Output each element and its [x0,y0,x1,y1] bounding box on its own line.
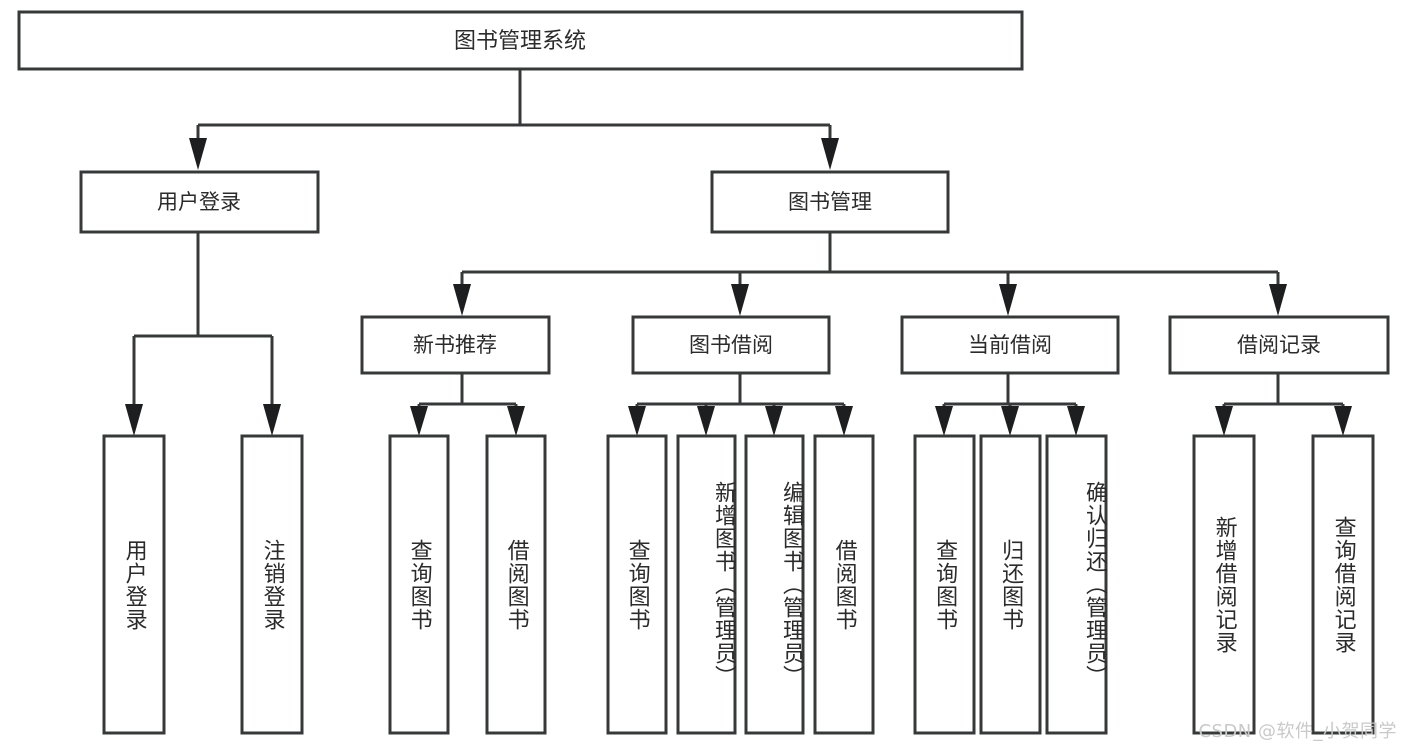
node-user-login-box [79,170,320,234]
edge-group-book-borrow [628,373,853,436]
arrow-to-user-login-icon [189,138,207,170]
node-new-book-recommend-box [360,315,551,375]
node-current-borrow-label: 当前借阅 [968,333,1052,357]
arrow-to-book-borrow-icon [731,284,749,316]
edge-group-current-borrow [935,373,1085,436]
arrow-to-leaf-logout-login-icon [263,404,281,436]
arrow-to-book-manage-icon [821,138,839,170]
node-leaf-query-book-1-box[interactable] [388,434,450,735]
node-leaf-query-record-box[interactable] [1311,434,1375,735]
node-leaf-return-book-box[interactable] [979,434,1042,735]
node-borrow-record[interactable]: 借阅记录 [1168,315,1390,375]
node-new-book-recommend-label: 新书推荐 [413,333,497,357]
edge-group-new-book-recommend [410,373,525,436]
node-current-borrow[interactable]: 当前借阅 [900,315,1120,375]
node-leaf-query-book-2-box[interactable] [606,434,668,735]
arrow-to-leaf-confirm-return-icon [1067,406,1085,436]
node-root-box [17,10,1024,71]
edge-group-book-manage [453,232,1287,316]
arrow-to-leaf-query-book-2-icon [628,406,646,436]
arrow-to-leaf-add-record-icon [1215,406,1233,436]
edge-group-user-login [125,232,281,436]
node-root-label: 图书管理系统 [454,29,586,54]
arrow-to-current-borrow-icon [999,284,1017,316]
node-leaf-add-record-box[interactable] [1192,434,1256,735]
arrow-to-leaf-add-book-icon [697,406,715,436]
node-new-book-recommend[interactable]: 新书推荐 [360,315,551,375]
arrow-to-leaf-edit-book-icon [765,406,783,436]
leaf-boxes [102,434,1375,735]
node-leaf-confirm-return-box[interactable] [1045,434,1108,735]
node-leaf-edit-book-box[interactable] [744,434,805,735]
node-current-borrow-box [900,315,1120,375]
arrow-to-borrow-record-icon [1269,284,1287,316]
arrow-to-leaf-query-record-icon [1334,406,1352,436]
node-leaf-borrow-book-1-box[interactable] [485,434,547,735]
node-book-manage-label: 图书管理 [788,190,872,214]
arrow-to-leaf-borrow-book-2-icon [835,406,853,436]
edge-group-root [189,69,839,170]
arrow-to-leaf-query-book-1-icon [410,406,428,436]
node-borrow-record-box [1168,315,1390,375]
node-leaf-logout-login-box[interactable] [240,434,304,735]
arrow-to-leaf-query-book-3-icon [935,406,953,436]
node-leaf-add-book-box[interactable] [676,434,737,735]
watermark-text: CSDN @软件_小贺同学 [1198,721,1397,742]
node-book-borrow[interactable]: 图书借阅 [631,315,831,375]
node-leaf-user-login-box[interactable] [102,434,166,735]
edge-group-borrow-record [1215,373,1352,436]
node-book-manage-box [710,170,950,234]
arrow-to-leaf-borrow-book-1-icon [507,406,525,436]
node-book-borrow-label: 图书借阅 [689,333,773,357]
arrow-to-leaf-user-login-icon [125,404,143,436]
arrow-to-new-book-recommend-icon [453,284,471,316]
node-leaf-query-book-3-box[interactable] [913,434,976,735]
node-leaf-borrow-book-2-box[interactable] [813,434,875,735]
node-borrow-record-label: 借阅记录 [1237,333,1321,357]
node-user-login[interactable]: 用户登录 [79,170,320,234]
node-root[interactable]: 图书管理系统 [17,10,1024,71]
node-book-borrow-box [631,315,831,375]
node-user-login-label: 用户登录 [157,190,241,214]
node-book-manage[interactable]: 图书管理 [710,170,950,234]
arrow-to-leaf-return-book-icon [1001,406,1019,436]
